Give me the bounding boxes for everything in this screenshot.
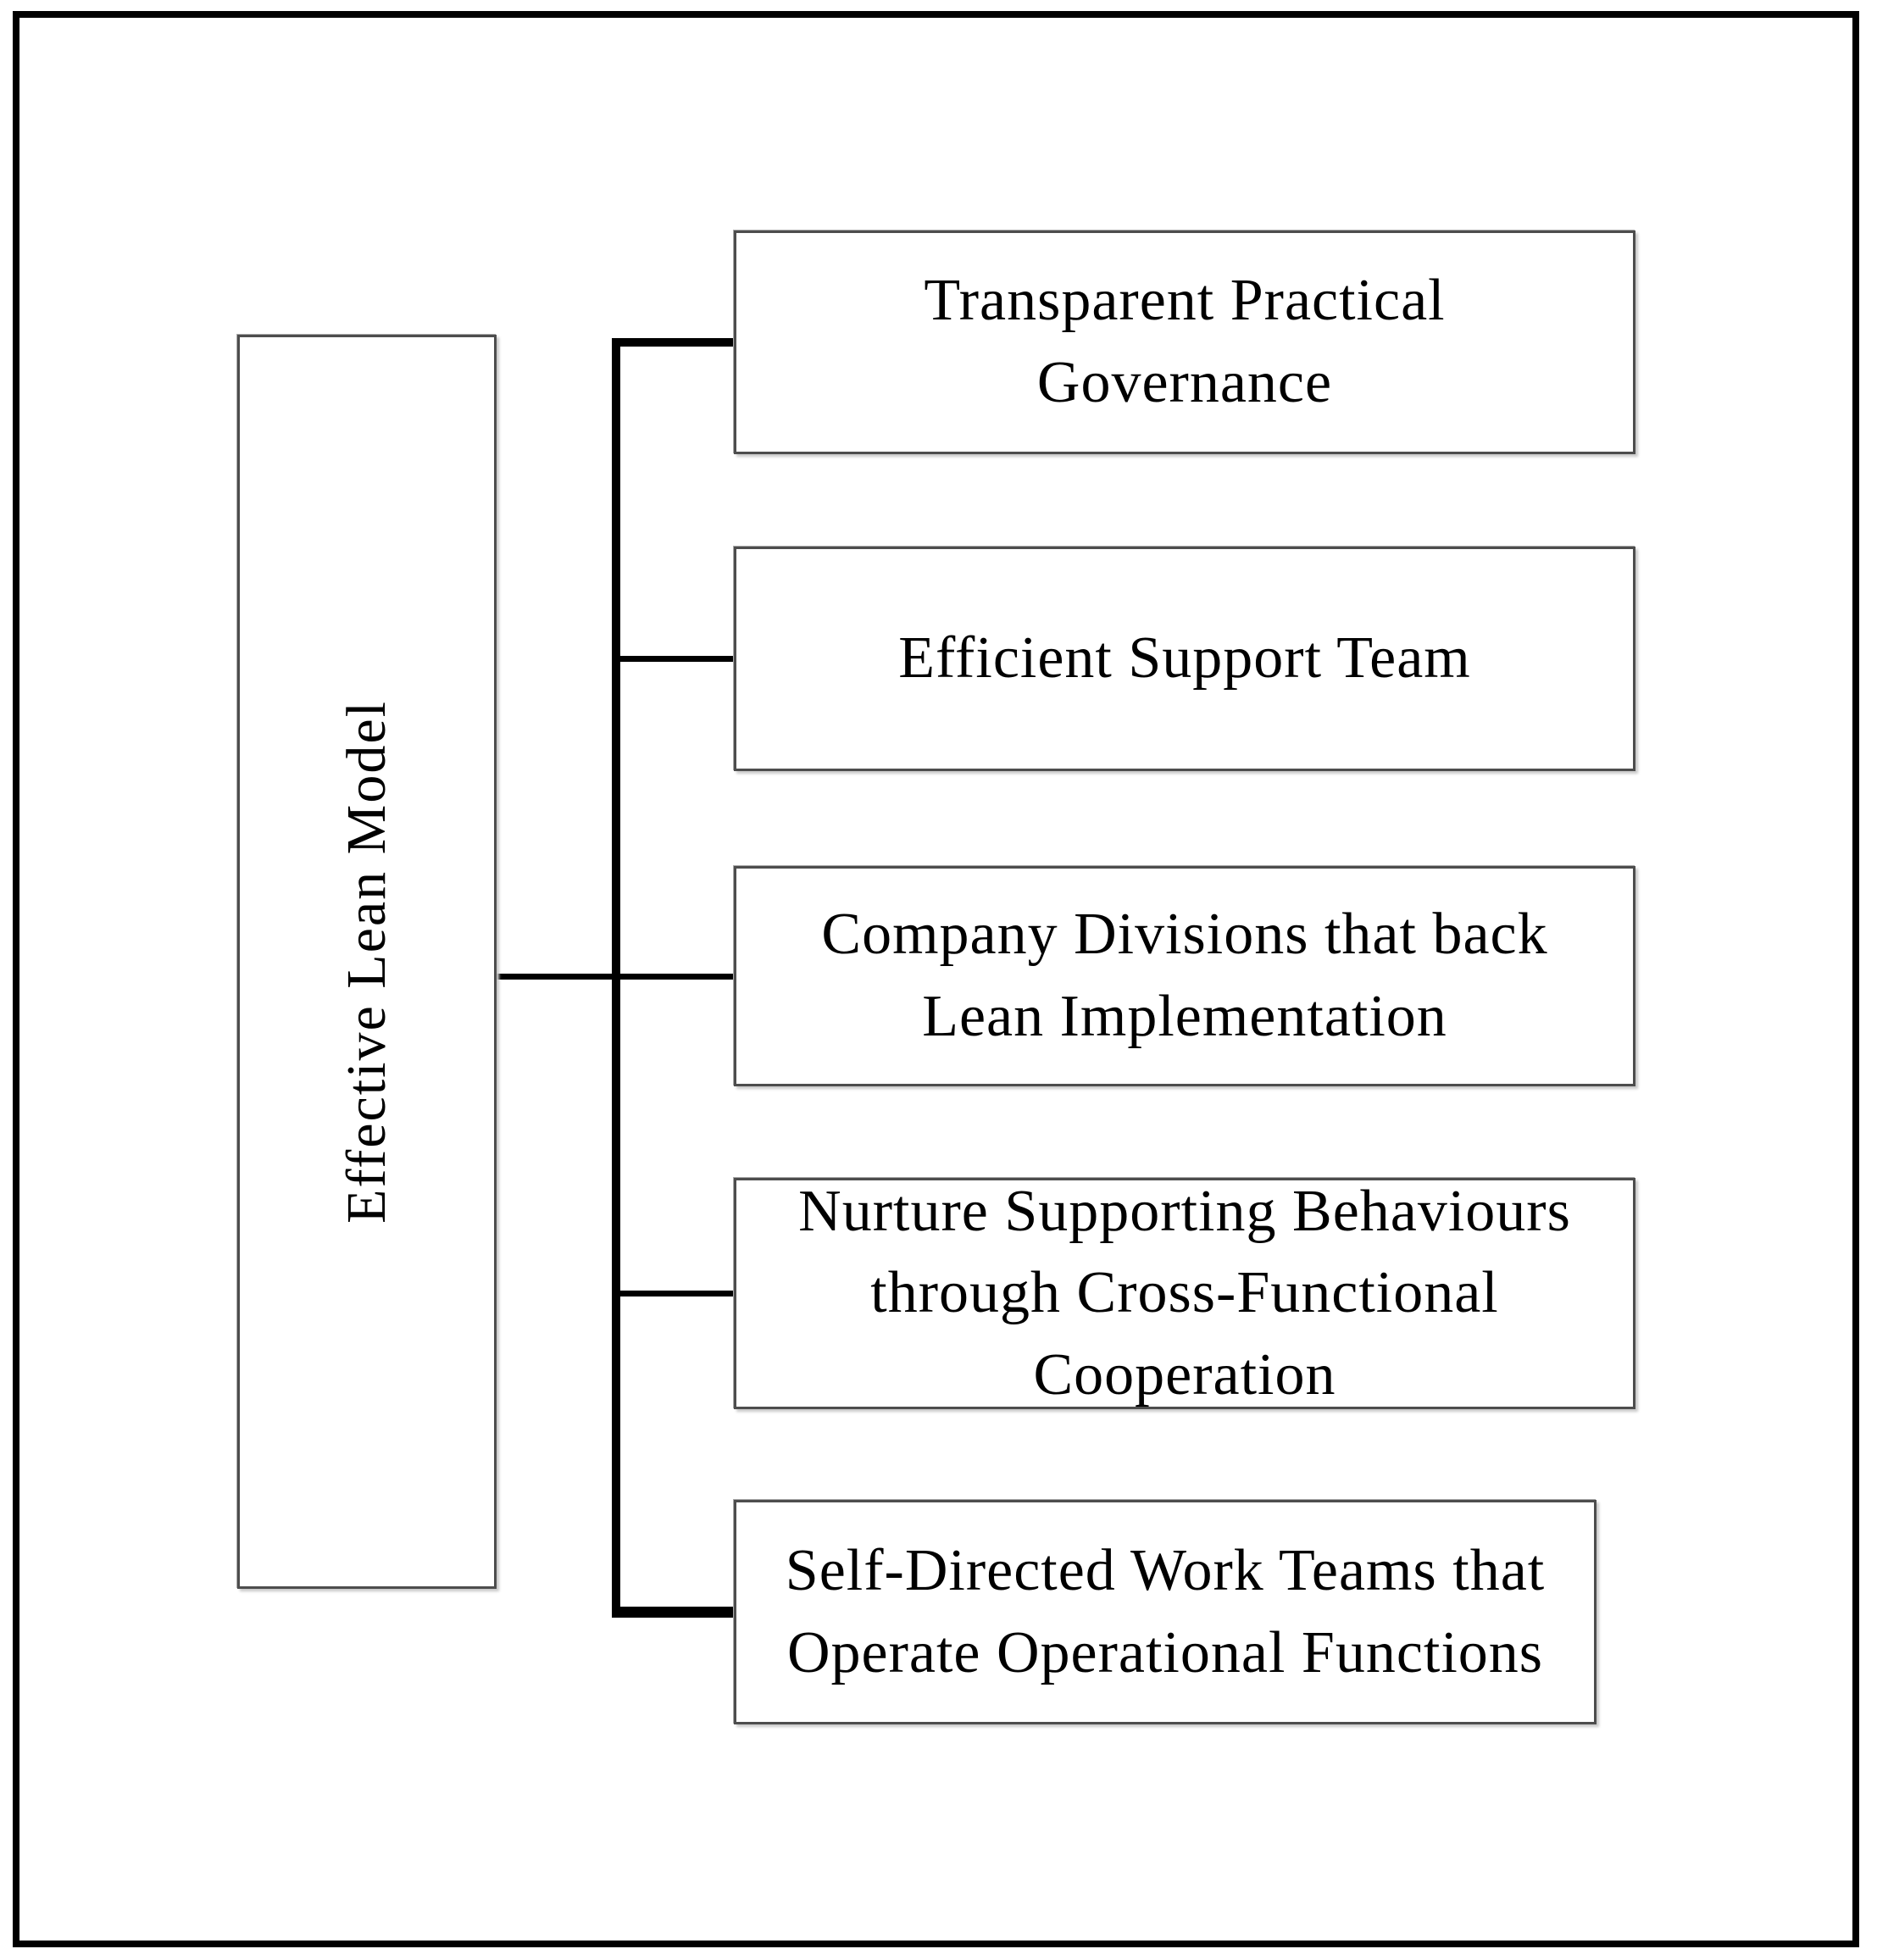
root-node-label: Effective Lean Model xyxy=(336,700,397,1224)
outer-frame xyxy=(13,11,1859,1947)
branch-node-label: Self-Directed Work Teams that Operate Op… xyxy=(785,1537,1546,1685)
connector-branch-1 xyxy=(616,338,734,347)
branch-node-governance: Transparent Practical Governance xyxy=(734,230,1635,454)
connector-root-branch-3 xyxy=(497,974,734,980)
connector-branch-5 xyxy=(612,1607,734,1618)
branch-node-label: Efficient Support Team xyxy=(898,625,1471,691)
branch-node-supporting-behaviours: Nurture Supporting Behaviours through Cr… xyxy=(734,1178,1635,1409)
branch-node-label: Nurture Supporting Behaviours through Cr… xyxy=(798,1178,1571,1408)
branch-node-label: Company Divisions that back Lean Impleme… xyxy=(821,902,1548,1049)
connector-branch-4 xyxy=(619,1291,734,1296)
branch-node-work-teams: Self-Directed Work Teams that Operate Op… xyxy=(734,1500,1597,1724)
branch-node-label: Transparent Practical Governance xyxy=(924,268,1446,415)
branch-node-company-divisions: Company Divisions that back Lean Impleme… xyxy=(734,866,1635,1086)
branch-node-support-team: Efficient Support Team xyxy=(734,547,1635,771)
root-node: Effective Lean Model xyxy=(237,335,497,1589)
connector-branch-2 xyxy=(619,656,734,662)
